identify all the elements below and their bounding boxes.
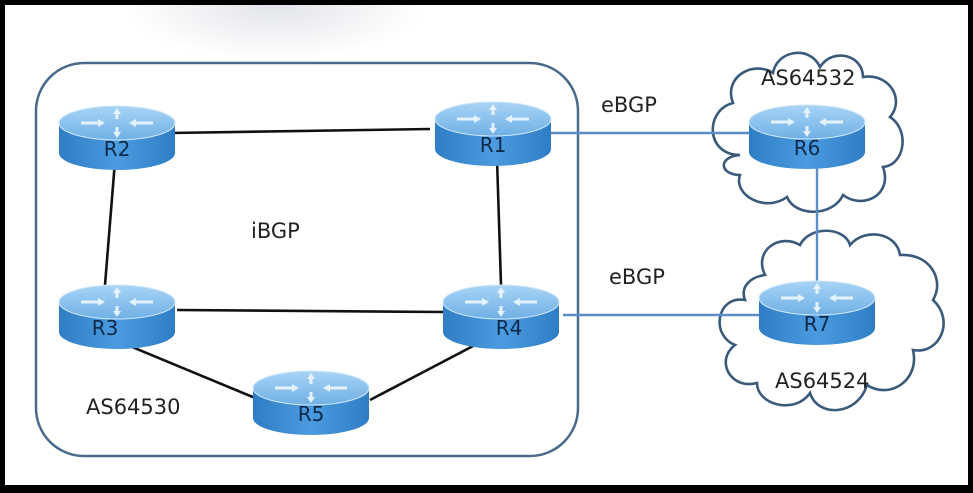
router-r1[interactable]: R1: [433, 100, 553, 168]
diagram-frame: R2 R1 R3 R4 R5 R6 R7 iBGP eBGP eBGP: [5, 5, 968, 485]
as64530-label: AS64530: [86, 395, 181, 419]
link-r3-r4: [176, 308, 446, 314]
link-r2-r1: [169, 127, 431, 135]
router-label: R3: [92, 316, 119, 340]
link-r2-r3: [103, 160, 117, 286]
ebgp-label-top: eBGP: [601, 93, 657, 117]
as64530-boundary: [34, 61, 580, 458]
router-r4[interactable]: R4: [441, 283, 561, 351]
link-r5-r4: [369, 343, 476, 402]
as64532-label: AS64532: [761, 66, 856, 90]
router-r7[interactable]: R7: [757, 279, 877, 347]
link-r3-r5: [119, 340, 261, 402]
as64524-label: AS64524: [775, 369, 870, 393]
as64532-cloud: [711, 51, 904, 214]
router-r3[interactable]: R3: [57, 283, 177, 351]
ibgp-label: iBGP: [251, 219, 300, 243]
link-r1-r4: [495, 158, 503, 286]
router-label: R7: [804, 312, 831, 336]
ebgp-links: [547, 131, 819, 317]
router-label: R5: [298, 402, 325, 426]
router-label: R4: [496, 316, 523, 340]
router-label: R2: [104, 137, 131, 161]
ibgp-links: [103, 127, 503, 402]
router-r2[interactable]: R2: [57, 104, 177, 172]
network-diagram: R2 R1 R3 R4 R5 R6 R7 iBGP eBGP eBGP: [34, 51, 945, 458]
router-label: R6: [794, 136, 821, 160]
as64524-cloud: [718, 229, 945, 412]
router-label: R1: [480, 133, 507, 157]
router-r6[interactable]: R6: [747, 103, 867, 171]
router-r5[interactable]: R5: [251, 369, 371, 437]
ebgp-label-bottom: eBGP: [609, 265, 665, 289]
scan-shading: [125, 5, 425, 60]
